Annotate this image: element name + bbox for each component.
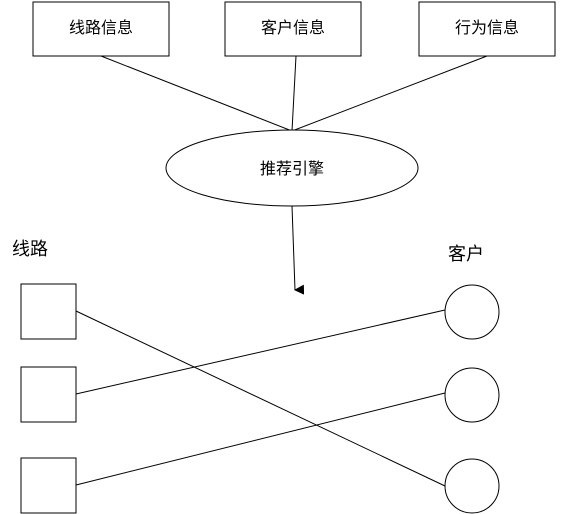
source-box-line-info: 线路信息 xyxy=(32,1,170,57)
match-line xyxy=(75,309,446,395)
route-node xyxy=(20,457,77,514)
customer-node xyxy=(444,284,500,340)
source-label-behavior-info: 行为信息 xyxy=(455,18,519,37)
engine-output-arrow xyxy=(291,205,305,295)
connector-behavior-info-to-engine xyxy=(291,55,488,132)
connector-customer-info-to-engine xyxy=(291,55,297,132)
route-node xyxy=(20,366,77,423)
source-box-behavior-info: 行为信息 xyxy=(418,1,556,57)
match-line xyxy=(75,310,446,487)
connector-line-info-to-engine xyxy=(100,55,293,132)
engine-node: 推荐引擎 xyxy=(165,129,419,207)
customer-node xyxy=(444,458,500,514)
left-group-label: 线路 xyxy=(12,239,48,260)
source-label-line-info: 线路信息 xyxy=(69,18,133,37)
customer-node xyxy=(444,367,500,423)
route-node xyxy=(20,283,77,340)
engine-label: 推荐引擎 xyxy=(260,159,324,178)
right-group-label: 客户 xyxy=(448,244,484,265)
source-box-customer-info: 客户信息 xyxy=(224,1,362,57)
match-line xyxy=(75,392,446,486)
source-label-customer-info: 客户信息 xyxy=(261,18,325,37)
